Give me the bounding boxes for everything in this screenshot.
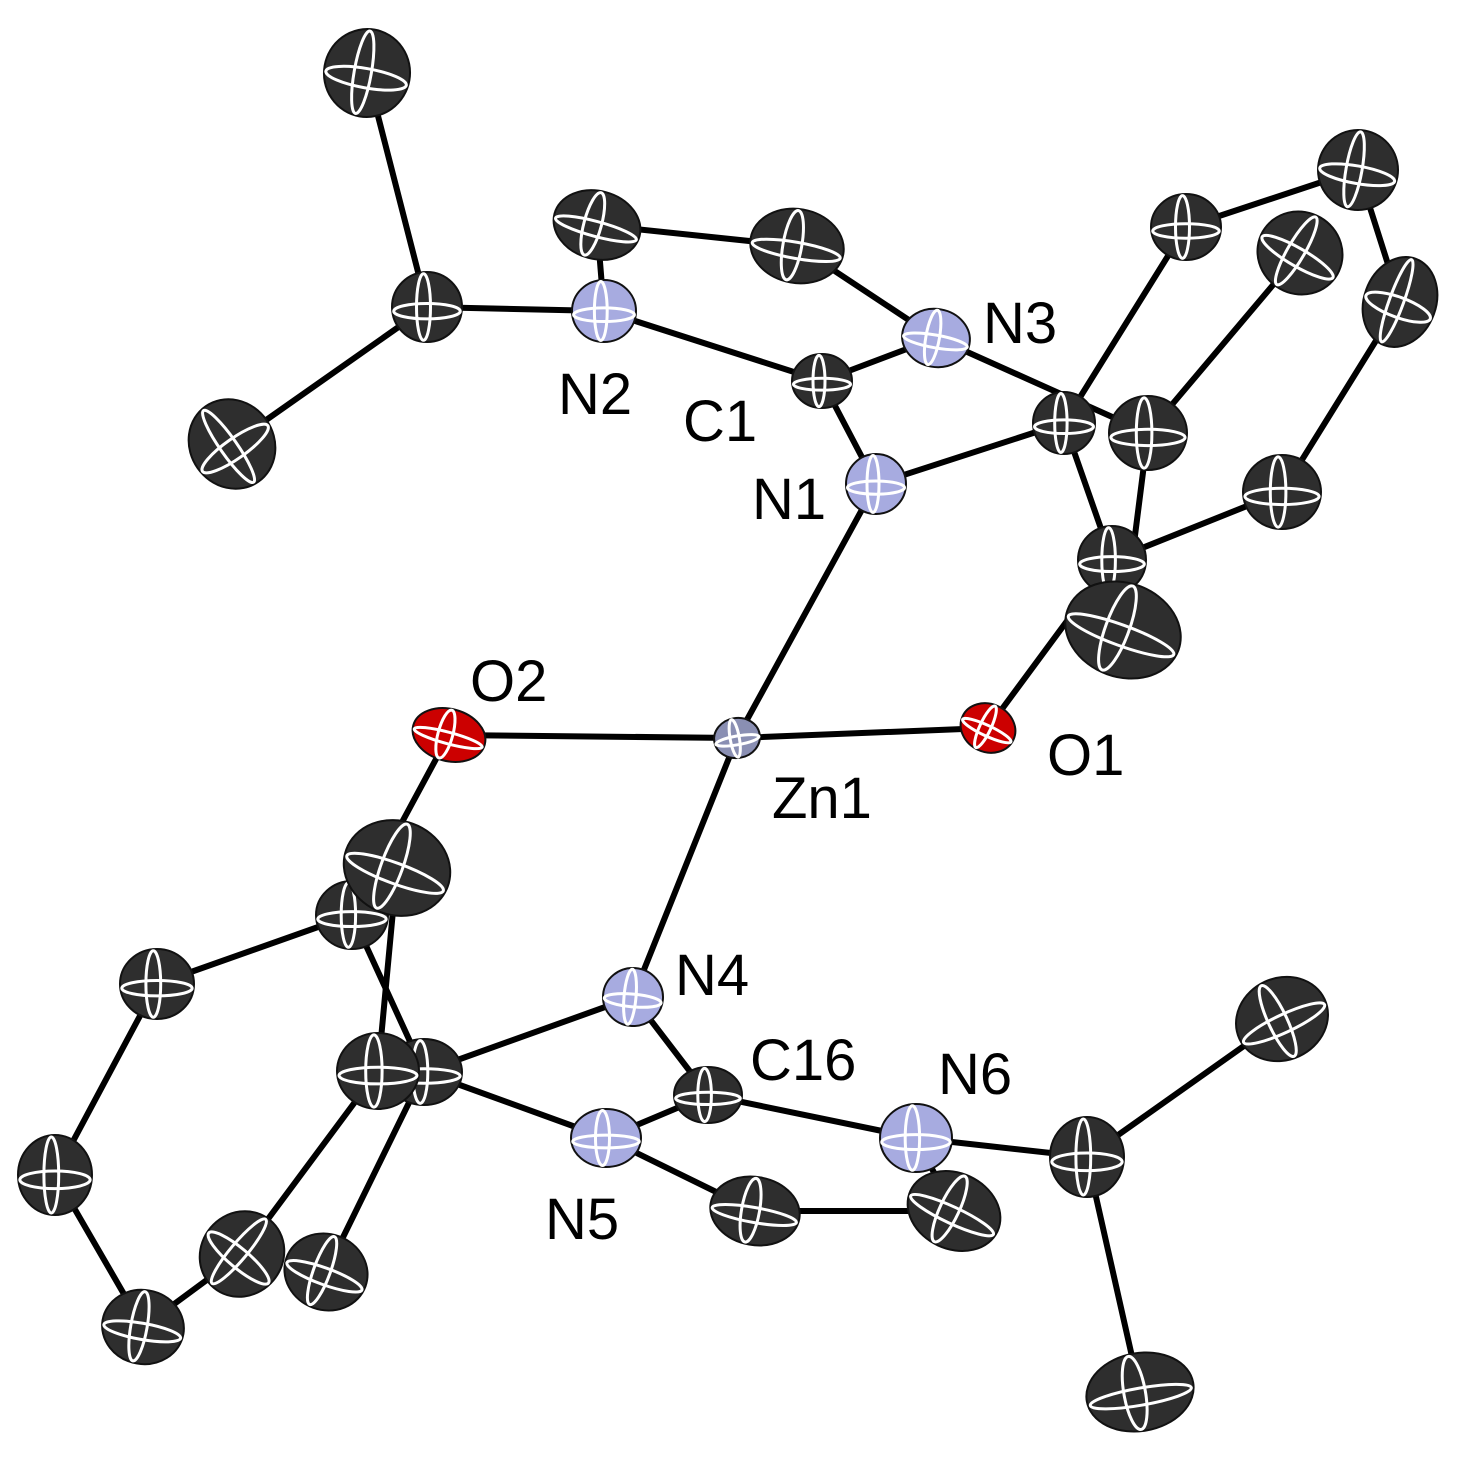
atom-label-n4: N4 (675, 943, 749, 1008)
bond-c_cy1-c_ph1a (1061, 224, 1189, 426)
atom-c_ph2d (17, 1134, 93, 1216)
atom-n2 (571, 279, 637, 343)
atom-c_ip1b (187, 398, 277, 490)
bond-zn1-n4 (630, 735, 740, 1000)
atom-c_ph2c (119, 948, 195, 1020)
atom-o2 (411, 707, 487, 763)
atom-c_ph2e (101, 1288, 185, 1366)
atom-n4 (602, 966, 664, 1028)
atom-c_i5a (709, 1175, 801, 1247)
atom-c_ph1g (1108, 395, 1188, 471)
atom-c_i2a (552, 189, 642, 261)
atom-o1 (959, 702, 1017, 754)
atom-c1 (791, 353, 853, 409)
atom-c_ph2b (342, 819, 452, 917)
atom-c_ip1 (391, 271, 463, 343)
atom-c_ip2 (1049, 1116, 1125, 1198)
atom-c_ip2a (1235, 975, 1329, 1063)
atom-n5 (570, 1108, 642, 1168)
atom-c16 (673, 1066, 743, 1124)
atom-c_ph1b (1317, 129, 1399, 211)
atom-label-n3: N3 (983, 291, 1057, 356)
atom-c_ph1f (1256, 210, 1344, 296)
atom-c_ph1d (1242, 454, 1322, 530)
atom-c_ph2f (198, 1210, 286, 1298)
atom-n3 (901, 307, 971, 369)
atoms (17, 28, 1439, 1433)
atom-label-o2: O2 (470, 649, 547, 714)
atom-c_ph1a (1150, 193, 1222, 261)
atom-n6 (879, 1103, 953, 1173)
atom-label-zn1: Zn1 (772, 766, 872, 831)
atom-c_ip1a (322, 28, 412, 118)
atom-label-n2: N2 (558, 362, 632, 427)
atom-label-n6: N6 (938, 1042, 1012, 1107)
atom-c_cy1 (1032, 391, 1096, 455)
atom-c_cy2b (336, 1032, 420, 1110)
atom-label-o1: O1 (1047, 723, 1124, 788)
bond-zn1-o1 (734, 725, 991, 741)
bond-zn1-o2 (446, 732, 740, 741)
atom-c_i2b (749, 207, 845, 285)
atom-c_i5b (906, 1170, 1002, 1252)
atom-label-n1: N1 (752, 467, 826, 532)
atom-label-n5: N5 (545, 1187, 619, 1252)
bond-c1-n2 (601, 308, 825, 384)
atom-c_ph1h (1064, 580, 1182, 680)
atom-label-c1: C1 (683, 389, 757, 454)
atom-c_ph1c (1361, 256, 1439, 348)
atom-c_ip2b (1085, 1351, 1195, 1433)
atom-n1 (845, 453, 907, 515)
bond-n1-c_cy1 (873, 420, 1067, 487)
atom-label-c16: C16 (750, 1028, 856, 1093)
bond-zn1-n1 (734, 481, 879, 741)
atom-c_ph2g (283, 1232, 369, 1312)
atom-zn1 (713, 716, 761, 760)
